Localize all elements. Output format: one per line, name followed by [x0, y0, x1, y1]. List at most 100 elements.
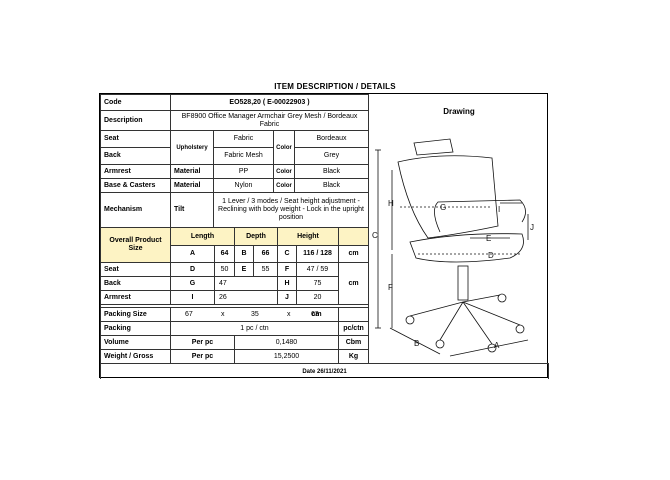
dim-g-label: G — [170, 276, 215, 291]
back-material: Fabric Mesh — [213, 147, 274, 165]
base-legs-shape — [409, 294, 521, 345]
dims-back-label: Back — [100, 276, 171, 291]
seat-color: Bordeaux — [294, 130, 369, 148]
chair-drawing: C H F G I J E D B A — [372, 138, 534, 357]
height-label: Height — [277, 227, 339, 246]
dim-letter-j: J — [530, 223, 534, 232]
overall-blank — [338, 227, 369, 246]
armrest-shape — [434, 199, 526, 233]
weight-label: Weight / Gross — [100, 349, 171, 364]
dim-d-value: 50 — [214, 262, 235, 277]
dim-a-label: A — [170, 245, 215, 263]
packing-size-x2: x — [287, 310, 291, 318]
packing-size-unit: cm — [295, 307, 339, 322]
headrest-shape — [413, 138, 454, 156]
base-color: Black — [294, 178, 369, 193]
armrest-material: PP — [213, 164, 274, 179]
seat-label: Seat — [100, 130, 171, 148]
dim-e-value: 55 — [253, 262, 278, 277]
dims-armrest-label: Armrest — [100, 290, 171, 305]
packing-size-blank — [338, 307, 369, 322]
volume-label: Volume — [100, 335, 171, 350]
caster-2 — [435, 339, 445, 349]
depth-label: Depth — [234, 227, 278, 246]
dim-b-label: B — [234, 245, 254, 263]
seat-back-color-label: Color — [273, 130, 295, 165]
volume-value: 0,1480 — [234, 335, 339, 350]
back-color: Grey — [294, 147, 369, 165]
gas-lift-shape — [457, 265, 469, 301]
dim-letter-i: I — [498, 205, 500, 214]
dim-c-value: 116 / 128 — [296, 245, 339, 263]
document-title: ITEM DESCRIPTION / DETAILS — [274, 82, 396, 91]
caster-4 — [515, 324, 525, 334]
dim-letter-d: D — [488, 251, 494, 260]
description-label: Description — [100, 110, 171, 131]
dim-letter-h: H — [388, 199, 394, 208]
backrest-shape — [397, 155, 499, 239]
base-material-label: Material — [170, 178, 214, 193]
description-value: BF8900 Office Manager Armchair Grey Mesh… — [170, 110, 369, 131]
packing-size-height: 63 — [311, 310, 319, 318]
dim-letter-a: A — [494, 341, 500, 350]
dims-seat-label: Seat — [100, 262, 171, 277]
overall-unit: cm — [338, 245, 369, 263]
mechanism-label: Mechanism — [100, 192, 171, 228]
code-label: Code — [100, 94, 171, 111]
dim-f-value: 47 / 59 — [296, 262, 339, 277]
upholstery-label: Upholstery — [170, 130, 214, 165]
drawing-panel: Drawing — [368, 94, 549, 364]
volume-per-pc: Per pc — [170, 335, 235, 350]
back-label: Back — [100, 147, 171, 165]
dim-h-label: H — [277, 276, 297, 291]
seat-material: Fabric — [213, 130, 274, 148]
dim-a-value: 64 — [214, 245, 235, 263]
dim-i-label: I — [170, 290, 215, 305]
item-details-sheet: Code EO528,20 ( E-00022903 ) Description… — [99, 93, 549, 379]
armrest-color: Black — [294, 164, 369, 179]
dim-line-a — [449, 339, 529, 357]
packing-size-x1: x — [221, 310, 225, 318]
dim-letter-g: G — [440, 203, 446, 212]
dim-letter-e: E — [486, 234, 491, 243]
packing-unit: pc/ctn — [338, 321, 369, 336]
dim-f-label: F — [277, 262, 297, 277]
mechanism-value: 1 Lever / 3 modes / Seat height adjustme… — [213, 192, 369, 228]
dim-letter-b: B — [414, 339, 419, 348]
weight-per-pc: Per pc — [170, 349, 235, 364]
overall-size-label: Overall Product Size — [100, 227, 171, 263]
armrest-color-label: Color — [273, 164, 295, 179]
dim-letter-c: C — [372, 231, 378, 240]
dim-g-value: 47 — [214, 276, 278, 291]
dims-unit: cm — [338, 262, 369, 305]
packing-size-label: Packing Size — [100, 307, 171, 322]
weight-unit: Kg — [338, 349, 369, 364]
armrest-material-label: Material — [170, 164, 214, 179]
dim-j-label: J — [277, 290, 297, 305]
dim-i-value: 26 — [214, 290, 278, 305]
seat-shape — [409, 233, 524, 263]
dim-e-label: E — [234, 262, 254, 277]
mechanism-tilt-label: Tilt — [170, 192, 214, 228]
packing-size-length: 67 — [185, 310, 193, 318]
code-value: EO528,20 ( E-00022903 ) — [170, 94, 369, 111]
dim-j-value: 20 — [296, 290, 339, 305]
drawing-label: Drawing — [443, 107, 475, 116]
length-label: Length — [170, 227, 235, 246]
base-color-label: Color — [273, 178, 295, 193]
dim-h-value: 75 — [296, 276, 339, 291]
caster-1 — [405, 315, 415, 325]
dim-c-label: C — [277, 245, 297, 263]
dim-letter-f: F — [388, 283, 393, 292]
weight-value: 15,2500 — [234, 349, 339, 364]
dim-b-value: 66 — [253, 245, 278, 263]
base-material: Nylon — [213, 178, 274, 193]
volume-unit: Cbm — [338, 335, 369, 350]
packing-value: 1 pc / ctn — [170, 321, 339, 336]
dim-d-label: D — [170, 262, 215, 277]
packing-label: Packing — [100, 321, 171, 336]
document-date: Date 26/11/2021 — [100, 363, 549, 379]
armrest-label: Armrest — [100, 164, 171, 179]
caster-5 — [497, 293, 507, 303]
dim-line-b — [389, 327, 441, 355]
